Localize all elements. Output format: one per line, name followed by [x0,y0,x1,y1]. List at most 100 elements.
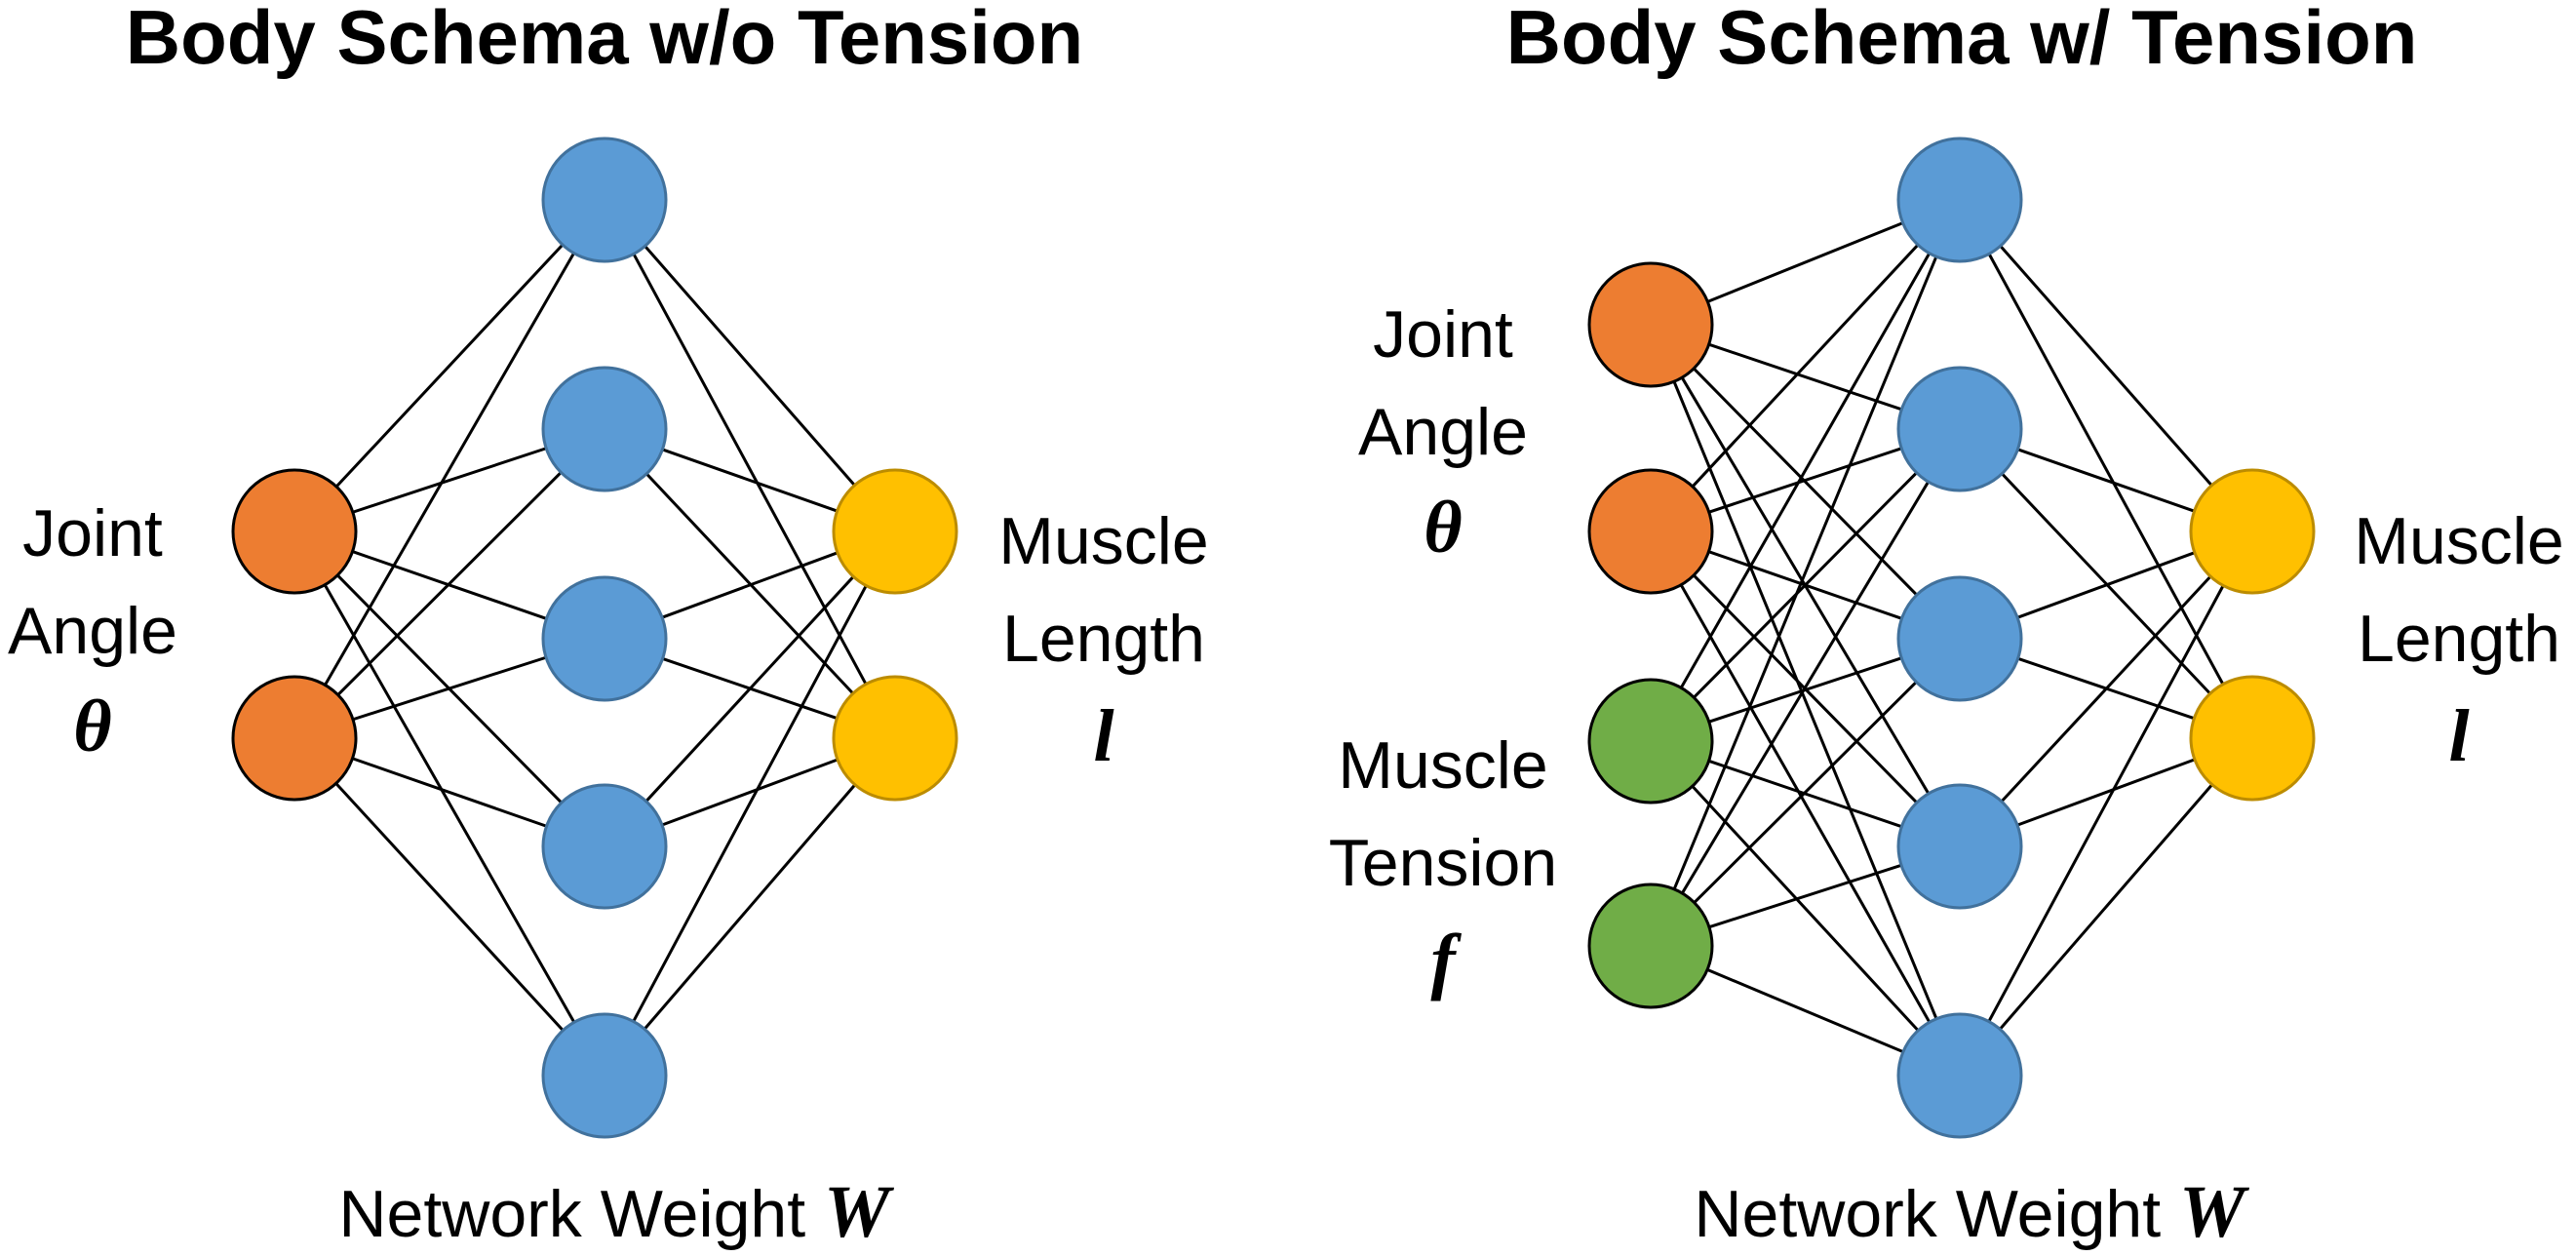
muscle-tension-label: Muscle Tension f [1329,728,1557,1001]
connection-line [2000,575,2212,803]
tension-symbol: f [1430,920,1462,1001]
panel-with-tension: Body Schema w/ Tension Joint Angle θ [1329,0,2564,1253]
connection-line [1679,584,1932,1023]
connection-line [1708,342,1902,412]
connection-line [2016,551,2196,619]
connection-line [643,783,857,1031]
label-line: Length [1002,602,1205,676]
label-line: Joint [22,496,163,570]
connection-line [1693,681,1918,904]
label-line: Muscle [2354,504,2563,578]
connection-line [1987,584,2225,1023]
panel-title: Body Schema w/ Tension [1506,0,2418,80]
connection-line [644,575,855,803]
connection-line [1999,783,2213,1031]
connection-line [1672,255,1938,890]
length-symbol: l [1093,695,1113,777]
theta-symbol: θ [73,686,111,767]
label-line: Length [2358,602,2560,676]
input-nodes-joint-angle [231,468,358,802]
theta-symbol: θ [1424,487,1462,569]
output-node [832,675,958,802]
hidden-node [541,783,668,910]
joint-angle-label: Joint Angle θ [1358,297,1528,569]
edges [1672,221,1938,1054]
joint-angle-label: Joint Angle θ [8,496,177,767]
connection-line [352,447,547,514]
network-weight-caption: Network Weight W [338,1171,895,1253]
edges [632,245,868,1031]
hidden-node [1896,366,2023,492]
weight-symbol: W [2179,1171,2250,1253]
edges [1987,245,2225,1031]
connection-line [2016,448,2196,513]
connection-line [632,253,868,686]
connection-line [661,758,839,827]
connection-line [1708,447,1902,514]
connection-line [1987,253,2225,686]
label-line: Muscle [998,504,1208,578]
connection-line [334,243,565,489]
input-nodes-muscle-tension [1587,678,1714,1009]
output-nodes-muscle-length [2189,468,2316,802]
connection-line [1693,471,1918,699]
input-node [231,675,358,802]
output-node [2189,675,2316,802]
connection-line [661,551,839,619]
input-nodes-joint-angle [1587,261,1714,595]
output-node [2189,468,2316,595]
output-node [832,468,958,595]
panel-title: Body Schema w/o Tension [126,0,1083,80]
hidden-node [541,366,668,492]
hidden-node [541,575,668,702]
label-line: Angle [8,594,177,668]
connection-line [323,583,576,1024]
input-node [1587,678,1714,805]
connection-line [644,245,856,487]
label-line: Muscle [1338,728,1547,803]
network-weight-caption: Network Weight W [1694,1171,2250,1253]
connection-line [324,252,575,687]
hidden-nodes [1896,137,2023,1139]
connection-line [1999,245,2213,487]
input-node [1587,468,1714,595]
connection-line [334,782,565,1032]
connection-line [632,584,868,1023]
connection-line [352,655,547,722]
output-nodes-muscle-length [832,468,958,802]
length-symbol: l [2448,695,2469,777]
input-node [1587,883,1714,1009]
connection-line [1681,481,1930,894]
connection-line [1672,380,1938,1020]
muscle-length-label: Muscle Length l [2354,504,2563,777]
panel-without-tension: Body Schema w/o Tension Joint Angle θ Mu… [8,0,1209,1253]
connection-line [1691,244,1920,488]
connection-line [351,757,548,828]
label-line: Tension [1329,826,1557,900]
hidden-node [541,137,668,263]
connection-line [1691,785,1920,1032]
edges [323,243,576,1032]
hidden-node [1896,783,2023,910]
connection-line [1706,967,1904,1054]
hidden-node [541,1012,668,1139]
connection-line [1679,252,1932,689]
connection-line [1708,863,1902,929]
hidden-nodes [541,137,668,1139]
muscle-length-label: Muscle Length l [998,504,1208,777]
caption-text: Network Weight [1694,1177,2179,1251]
hidden-node [1896,1012,2023,1139]
weight-symbol: W [824,1171,895,1253]
input-node [231,468,358,595]
hidden-node [1896,137,2023,263]
connection-line [336,471,563,696]
label-line: Joint [1373,297,1513,372]
caption-text: Network Weight [338,1177,824,1251]
input-node [1587,261,1714,388]
hidden-node [1896,575,2023,702]
connection-line [661,448,839,513]
connection-line [1706,221,1904,303]
connection-line [2016,758,2196,827]
label-line: Angle [1358,395,1528,469]
